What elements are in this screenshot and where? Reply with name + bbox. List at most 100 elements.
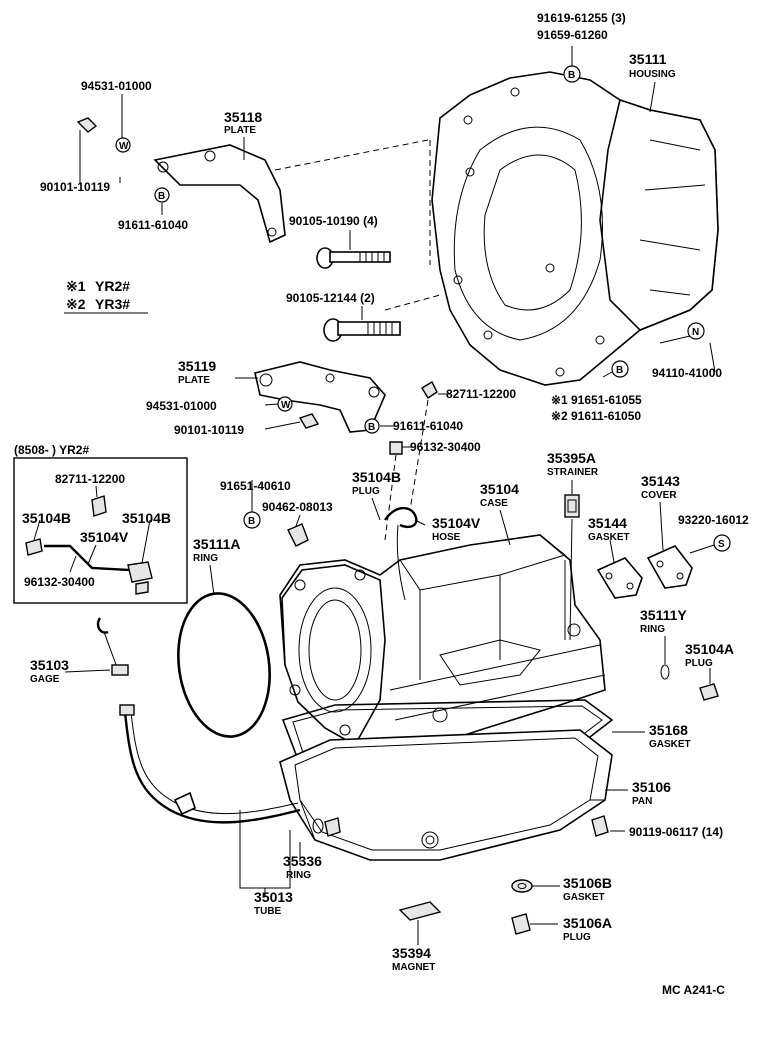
label-35103: 35103 bbox=[30, 657, 69, 673]
tube-35013-drawing bbox=[119, 704, 301, 824]
label-90462: 90462-08013 bbox=[262, 500, 333, 514]
label-35013-name: TUBE bbox=[254, 906, 282, 917]
label-35106A-name: PLUG bbox=[563, 932, 591, 943]
label-91651b: 91651-40610 bbox=[220, 479, 291, 493]
plate-35118-drawing bbox=[153, 144, 286, 244]
ring-35111A-drawing bbox=[177, 592, 271, 738]
strainer-35395A-drawing bbox=[564, 494, 580, 518]
label-35111-name: HOUSING bbox=[629, 69, 676, 80]
label-35119-name: PLATE bbox=[178, 375, 210, 386]
plate-35119-drawing bbox=[254, 361, 386, 433]
inset-label-35104V: 35104V bbox=[80, 529, 129, 545]
label-82711: 82711-12200 bbox=[446, 387, 516, 401]
label-35336: 35336 bbox=[283, 853, 322, 869]
label-35168: 35168 bbox=[649, 722, 688, 738]
plug-35104A-drawing bbox=[699, 683, 719, 701]
hose-35104V-drawing bbox=[384, 506, 418, 601]
label-35013: 35013 bbox=[254, 889, 293, 905]
label-35104V: 35104V bbox=[432, 515, 481, 531]
label-90105a: 90105-10190 (4) bbox=[289, 214, 378, 228]
label-35104A: 35104A bbox=[685, 641, 734, 657]
label-35106-name: PAN bbox=[632, 796, 652, 807]
label-35104A-name: PLUG bbox=[685, 658, 713, 669]
label-35111: 35111 bbox=[629, 51, 667, 67]
label-91659: 91659-61260 bbox=[537, 28, 608, 42]
note2-mark: ※2 bbox=[66, 296, 86, 312]
symbol-w-1: W bbox=[119, 141, 129, 152]
clip-90462-drawing bbox=[287, 523, 309, 547]
symbol-n-1: N bbox=[692, 327, 699, 338]
symbol-s-1: S bbox=[718, 539, 725, 550]
bolt-90105-12144-drawing bbox=[323, 318, 401, 342]
label-91611b: 91611-61040 bbox=[393, 419, 463, 433]
label-90101a: 90101-10119 bbox=[40, 180, 110, 194]
label-35119: 35119 bbox=[178, 358, 216, 374]
label-35111A-name: RING bbox=[193, 553, 218, 564]
label-91651a: 91651-61055 bbox=[571, 393, 642, 407]
label-91611c: 91611-61050 bbox=[571, 409, 641, 423]
bolt-90119-drawing bbox=[591, 815, 609, 837]
bolt-90101b-drawing bbox=[298, 413, 320, 429]
fitting-82711-drawing bbox=[421, 381, 438, 399]
note1-mark-b: ※1 bbox=[551, 393, 568, 407]
label-35104-name: CASE bbox=[480, 498, 508, 509]
label-35106B-name: GASKET bbox=[563, 892, 605, 903]
label-94110: 94110-41000 bbox=[652, 366, 722, 380]
label-35336-name: RING bbox=[286, 870, 311, 881]
leader-lines bbox=[33, 46, 716, 925]
label-35394-name: MAGNET bbox=[392, 962, 435, 973]
label-35144-name: GASKET bbox=[588, 532, 630, 543]
note1-mark: ※1 bbox=[66, 278, 86, 294]
case-35104-drawing bbox=[279, 534, 606, 756]
inset-label-82711: 82711-12200 bbox=[55, 472, 125, 486]
note2-text: YR3# bbox=[95, 296, 130, 312]
label-35104V-name: HOSE bbox=[432, 532, 461, 543]
cover-35143-drawing bbox=[646, 545, 693, 589]
label-94531b: 94531-01000 bbox=[146, 399, 217, 413]
note2-mark-b: ※2 bbox=[551, 409, 568, 423]
label-90101b: 90101-10119 bbox=[174, 423, 244, 437]
inset-title: (8508- ) YR2# bbox=[14, 443, 89, 457]
label-91611a: 91611-61040 bbox=[118, 218, 188, 232]
inset-label-96132: 96132-30400 bbox=[24, 575, 95, 589]
label-35395A: 35395A bbox=[547, 450, 596, 466]
housing-drawing bbox=[431, 71, 719, 386]
inset-label-35104B-right: 35104B bbox=[122, 510, 171, 526]
label-35106A: 35106A bbox=[563, 915, 612, 931]
symbol-b-5: B bbox=[248, 516, 255, 527]
label-35106B: 35106B bbox=[563, 875, 612, 891]
gasket-35106B-drawing bbox=[511, 879, 533, 893]
label-35143-name: COVER bbox=[641, 490, 677, 501]
label-35143: 35143 bbox=[641, 473, 680, 489]
ring-35336-drawing bbox=[312, 817, 341, 837]
label-35111Y-name: RING bbox=[640, 624, 665, 635]
symbol-b-3: B bbox=[568, 70, 575, 81]
label-35103-name: GAGE bbox=[30, 674, 60, 685]
label-35104B-name: PLUG bbox=[352, 486, 380, 497]
symbol-b-4: B bbox=[616, 365, 623, 376]
label-94531a: 94531-01000 bbox=[81, 79, 152, 93]
symbol-b-2: B bbox=[368, 422, 375, 433]
label-35118: 35118 bbox=[224, 109, 262, 125]
label-35111A: 35111A bbox=[193, 536, 241, 552]
symbol-b-1: B bbox=[158, 191, 165, 202]
plug-35106A-drawing bbox=[511, 913, 531, 935]
bolt-90101a-drawing bbox=[76, 117, 98, 133]
gasket-35144-drawing bbox=[596, 557, 643, 599]
label-35111Y: 35111Y bbox=[640, 607, 687, 623]
inset-box bbox=[13, 457, 188, 604]
label-90105b: 90105-12144 (2) bbox=[286, 291, 375, 305]
label-96132: 96132-30400 bbox=[410, 440, 481, 454]
label-35395A-name: STRAINER bbox=[547, 467, 599, 478]
label-35394: 35394 bbox=[392, 945, 431, 961]
pan-35106-drawing bbox=[279, 729, 613, 861]
footer-code: MC A241-C bbox=[662, 983, 725, 997]
label-93220: 93220-16012 bbox=[678, 513, 749, 527]
label-35144: 35144 bbox=[588, 515, 627, 531]
gage-35103-drawing bbox=[96, 617, 129, 676]
label-35104B: 35104B bbox=[352, 469, 401, 485]
label-35104: 35104 bbox=[480, 481, 519, 497]
symbol-w-2: W bbox=[281, 400, 291, 411]
fitting-96132-drawing bbox=[389, 441, 403, 455]
